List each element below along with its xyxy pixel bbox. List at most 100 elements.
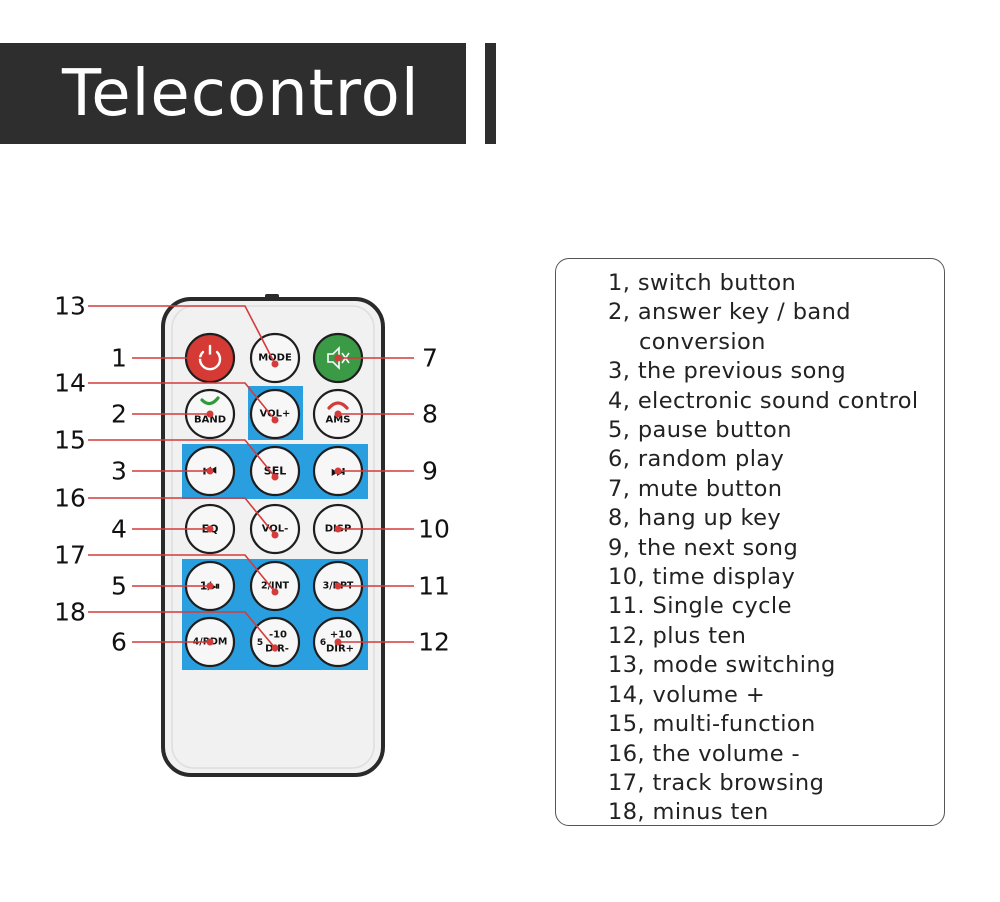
callout-number: 13 bbox=[54, 292, 86, 321]
mode-button[interactable]: MODE bbox=[249, 332, 301, 384]
callout-number: 7 bbox=[422, 344, 438, 373]
callout-8: 8 bbox=[334, 400, 438, 429]
callout-number: 14 bbox=[54, 369, 86, 398]
legend-item: conversion bbox=[639, 328, 766, 355]
callout-line bbox=[88, 305, 276, 365]
callout-dot bbox=[271, 416, 279, 424]
callout-number: 16 bbox=[54, 484, 86, 513]
legend-item: 4, electronic sound control bbox=[608, 387, 919, 414]
vol-up-button[interactable]: VOL+ bbox=[249, 388, 301, 440]
callout-1: 1 bbox=[111, 344, 214, 373]
callout-number: 3 bbox=[111, 457, 127, 486]
button-label: VOL- bbox=[262, 524, 289, 535]
callout-dot bbox=[271, 588, 279, 596]
callout-dot bbox=[334, 410, 342, 418]
callout-line bbox=[88, 554, 276, 593]
legend-item: 3, the previous song bbox=[608, 358, 847, 385]
callout-dot bbox=[334, 525, 342, 533]
callout-number: 2 bbox=[111, 400, 127, 429]
callout-3: 3 bbox=[111, 457, 214, 486]
callout-number: 17 bbox=[54, 541, 86, 570]
legend-item: 13, mode switching bbox=[608, 652, 836, 679]
button-label: DIR+ bbox=[326, 644, 354, 655]
button-label: BAND bbox=[194, 415, 226, 426]
button-label: SEL bbox=[264, 465, 286, 478]
button-label: -10 bbox=[269, 630, 287, 641]
legend-item: 2, answer key / band bbox=[608, 299, 851, 326]
button-label: 5 bbox=[257, 638, 263, 648]
callout-9: 9 bbox=[334, 457, 438, 486]
callout-dot bbox=[334, 467, 342, 475]
callout-number: 10 bbox=[418, 515, 450, 544]
callout-number: 18 bbox=[54, 598, 86, 627]
callout-dot bbox=[271, 531, 279, 539]
legend-item: 15, multi-function bbox=[608, 711, 816, 738]
sel-button[interactable]: SEL bbox=[249, 445, 301, 497]
callout-number: 5 bbox=[111, 572, 127, 601]
callout-number: 15 bbox=[54, 426, 86, 455]
legend-item: 5, pause button bbox=[608, 417, 792, 444]
callout-11: 11 bbox=[334, 572, 450, 601]
callout-18: 18 bbox=[54, 598, 279, 652]
callout-2: 2 bbox=[111, 400, 214, 429]
button-label: AMS bbox=[326, 415, 351, 426]
button-label: +10 bbox=[330, 630, 352, 641]
callout-dot bbox=[206, 582, 214, 590]
callout-17: 17 bbox=[54, 541, 279, 596]
callout-10: 10 bbox=[334, 515, 450, 544]
callout-line bbox=[88, 497, 276, 536]
button-circle bbox=[249, 616, 301, 668]
callout-number: 8 bbox=[422, 400, 438, 429]
button-circle bbox=[249, 503, 301, 555]
callout-13: 13 bbox=[54, 292, 279, 368]
legend-item: 14, volume + bbox=[608, 681, 766, 708]
legend-item: 11. Single cycle bbox=[608, 593, 792, 620]
title-banner: Telecontrol bbox=[0, 43, 466, 144]
callout-dot bbox=[334, 638, 342, 646]
callout-number: 1 bbox=[111, 344, 127, 373]
callout-dot bbox=[206, 354, 214, 362]
callout-dot bbox=[271, 473, 279, 481]
callout-15: 15 bbox=[54, 426, 279, 481]
legend-item: 6, random play bbox=[608, 446, 785, 473]
callout-number: 12 bbox=[418, 628, 450, 657]
phone-answer-icon bbox=[200, 396, 220, 406]
callout-dot bbox=[334, 582, 342, 590]
callout-line bbox=[88, 439, 276, 478]
callout-number: 6 bbox=[111, 628, 127, 657]
callout-dot bbox=[206, 467, 214, 475]
legend-item: 10, time display bbox=[608, 564, 796, 591]
legend-item: 8, hang up key bbox=[608, 505, 782, 532]
button-circle bbox=[249, 332, 301, 384]
legend-item: 17, track browsing bbox=[608, 769, 825, 796]
callout-5: 5 bbox=[111, 572, 214, 601]
page-title: Telecontrol bbox=[62, 56, 420, 131]
legend-item: 18, minus ten bbox=[608, 799, 769, 826]
button-circle bbox=[249, 388, 301, 440]
phone-hangup-icon bbox=[327, 401, 349, 410]
callout-line bbox=[88, 611, 276, 649]
callout-dot bbox=[271, 644, 279, 652]
legend-item: 9, the next song bbox=[608, 534, 799, 561]
callout-line bbox=[88, 382, 276, 421]
callout-dot bbox=[206, 410, 214, 418]
legend-item: 1, switch button bbox=[608, 270, 797, 296]
callout-4: 4 bbox=[111, 515, 214, 544]
button-label: MODE bbox=[258, 353, 292, 364]
callout-14: 14 bbox=[54, 369, 279, 424]
legend-item: 16, the volume - bbox=[608, 740, 801, 767]
button-label: 2/INT bbox=[261, 581, 290, 592]
callout-dot bbox=[206, 525, 214, 533]
callout-number: 11 bbox=[418, 572, 450, 601]
vol-down-button[interactable]: VOL- bbox=[249, 503, 301, 555]
button-circle bbox=[249, 445, 301, 497]
int-button[interactable]: 2/INT bbox=[249, 560, 301, 612]
callout-dot bbox=[206, 638, 214, 646]
title-accent-bar bbox=[485, 43, 496, 144]
button-label: 6 bbox=[320, 638, 326, 648]
callout-number: 4 bbox=[111, 515, 127, 544]
